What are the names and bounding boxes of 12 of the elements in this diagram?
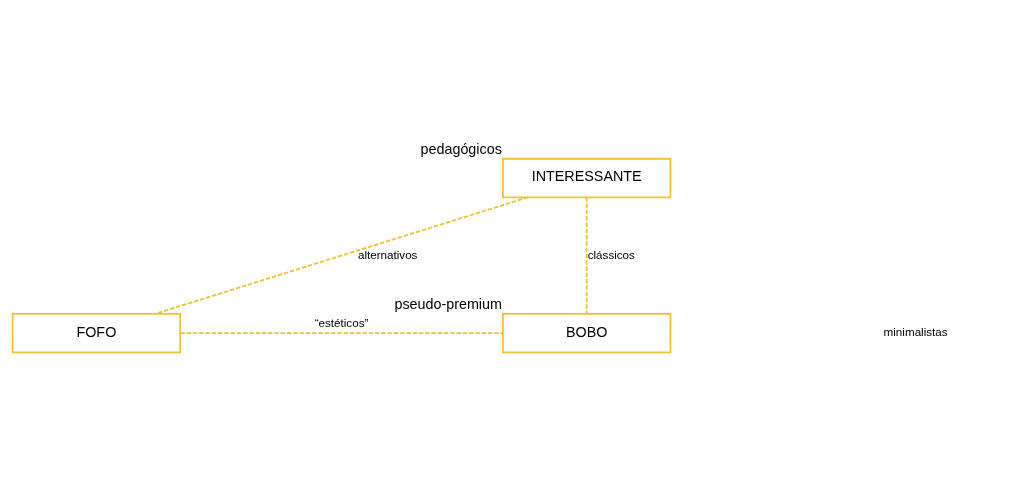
edge-label: clássicos [587,247,635,261]
connector [585,196,588,315]
edge-label: “estéticos” [314,315,368,329]
edge-label: alternativos [357,247,417,261]
label: minimalistas [883,324,948,338]
node-label: pedagógicos [420,140,502,157]
node-label: pseudo-premium [393,295,502,312]
connector [179,331,503,334]
node-box: BOBO [501,312,671,353]
node-box: FOFO [11,312,181,353]
node-box: INTERESSANTE [501,157,671,198]
connector [154,195,529,315]
